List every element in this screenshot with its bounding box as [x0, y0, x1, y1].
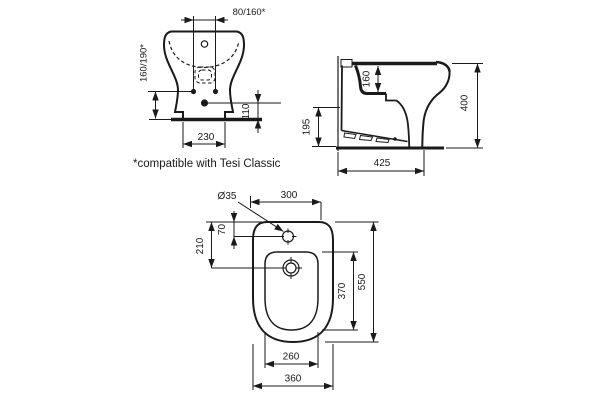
- front-dim-inlet-height: 110: [208, 90, 281, 133]
- side-bowl-step: [385, 93, 397, 102]
- side-bowl-interior: [354, 64, 386, 95]
- plan-dim-bowl-length: 370: [322, 251, 358, 331]
- plan-dim-tap-hole-diameter-label: Ø35: [218, 191, 237, 202]
- plan-dim-drain-offset-label: 210: [195, 237, 206, 254]
- side-foot-pad-2: [358, 134, 374, 142]
- plan-body-outline: [252, 221, 334, 344]
- plan-dim-drain-offset: 210: [195, 222, 215, 268]
- plan-dim-bowl-length-label: 370: [337, 282, 348, 299]
- side-dim-underside-height-label: 195: [302, 118, 313, 135]
- side-wall-side-edge: [340, 65, 343, 131]
- side-dim-total-height-label: 400: [460, 94, 471, 111]
- side-dim-total-height: 400: [446, 63, 483, 149]
- side-dim-total-depth-label: 425: [374, 158, 391, 169]
- plan-dim-bowl-width: 260: [264, 332, 319, 368]
- side-rim-end: [435, 60, 451, 72]
- plan-dim-bowl-width-label: 260: [283, 352, 300, 363]
- front-dim-hole-spacing: 80/160*: [181, 7, 266, 24]
- side-foot-pad-3: [375, 137, 390, 144]
- side-dim-bowl-depth: 160: [362, 66, 382, 92]
- side-foot-pad-1: [343, 132, 357, 140]
- side-fixing-notch: [340, 59, 353, 68]
- plan-bowl-rim: [264, 251, 319, 331]
- plan-view: Ø35 300 70 210 370: [195, 190, 379, 390]
- front-dim-base-width: 230: [182, 122, 226, 148]
- side-detail-dot: [393, 137, 397, 141]
- front-tap-hole: [200, 40, 209, 48]
- plan-dim-back-width: 300: [250, 190, 322, 220]
- front-inlet-hole: [200, 99, 209, 107]
- front-body-outline: [162, 30, 246, 118]
- front-bowl-rim-dashed: [168, 40, 240, 69]
- side-back-edge: [421, 71, 451, 147]
- front-fixing-hole-right: [212, 88, 219, 95]
- side-dim-underside-height: 195: [302, 107, 340, 147]
- side-dim-total-depth: 425: [337, 150, 425, 176]
- plan-dim-tap-hole-diameter: Ø35: [218, 191, 284, 232]
- plan-dim-tap-hole-offset: 70: [217, 211, 238, 249]
- front-dim-inlet-height-label: 110: [241, 103, 252, 119]
- side-dim-bowl-depth-label: 160: [362, 70, 373, 87]
- plan-dim-tap-hole-offset-label: 70: [217, 224, 228, 236]
- front-dim-hole-spacing-label: 80/160*: [233, 7, 266, 18]
- side-view: 160 400 195 425: [302, 56, 483, 176]
- plan-dim-back-width-label: 300: [281, 190, 298, 201]
- compatibility-note: *compatible with Tesi Classic: [133, 158, 281, 170]
- plan-dim-total-length-label: 550: [357, 273, 368, 290]
- front-drain-outline-inner: [198, 69, 212, 81]
- plan-dim-total-width: 360: [252, 344, 334, 390]
- plan-dim-total-width-label: 360: [285, 374, 302, 385]
- side-trap-front-edge: [395, 99, 411, 147]
- plan-dim-total-length: 550: [325, 221, 379, 343]
- front-dim-fixing-height-label: 160/190*: [139, 44, 150, 82]
- front-dim-fixing-height: 160/190*: [139, 44, 191, 119]
- front-dim-base-width-label: 230: [198, 132, 215, 143]
- front-fixing-hole-left: [190, 88, 197, 95]
- plan-tap-hole: [279, 228, 297, 245]
- front-view: 80/160* 160/190* 110 230: [139, 7, 281, 148]
- plan-drain-hole: [280, 257, 302, 279]
